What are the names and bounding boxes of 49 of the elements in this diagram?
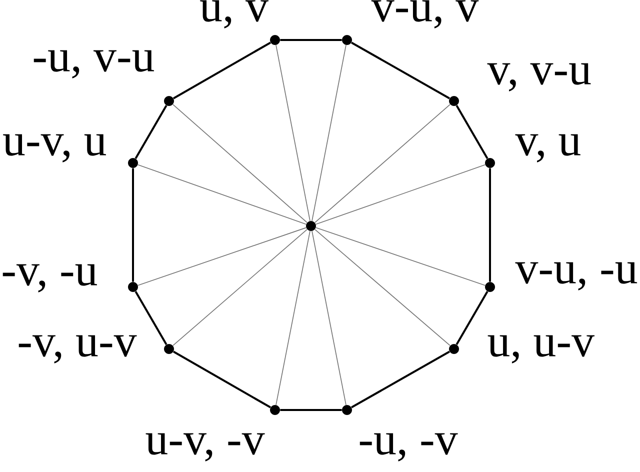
vertex-label: u-v, u — [3, 134, 106, 162]
spoke-line — [312, 44, 346, 222]
vertex-dot — [128, 282, 138, 292]
vertex-dot — [128, 158, 138, 168]
spoke-line — [172, 104, 308, 223]
vertex-dot — [270, 405, 280, 415]
polygon-side — [134, 105, 168, 160]
spoke-line — [138, 164, 306, 225]
vertex-label: v, v-u — [487, 63, 591, 92]
vertex-label: v-u, v — [371, 0, 479, 28]
vertex-label: v-u, -u — [515, 262, 638, 290]
vertex-dot — [164, 96, 174, 106]
vertex-dot — [270, 35, 280, 45]
vertex-label: u-v, -v — [146, 433, 265, 462]
spoke-line — [276, 44, 310, 222]
vertex-label: -v, u-v — [18, 335, 137, 364]
polygon-side — [280, 39, 342, 41]
polygon-side — [280, 409, 342, 411]
vertex-dot — [485, 282, 495, 292]
spoke-line — [314, 104, 450, 223]
spoke-line — [316, 227, 486, 286]
polygon-side — [173, 42, 271, 100]
vertex-label: -u, v-u — [34, 50, 154, 78]
spoke-line — [316, 164, 486, 225]
vertex-dot — [164, 344, 174, 354]
vertex-dot — [449, 96, 459, 106]
vertex-label: v, u — [515, 134, 580, 162]
polygon-side — [489, 168, 491, 282]
vertex-label: -u, -v — [360, 433, 458, 462]
polygon-side — [134, 291, 168, 345]
polygon-side — [132, 168, 134, 282]
spoke-line — [172, 229, 308, 346]
spoke-line — [312, 230, 346, 406]
polygon-side — [351, 42, 450, 100]
vertex-dot — [449, 344, 459, 354]
polygon-side — [456, 105, 488, 160]
polygon-side — [173, 350, 271, 408]
vertex-dot — [342, 35, 352, 45]
spoke-line — [314, 229, 450, 346]
spoke-line — [276, 230, 310, 406]
polygon-side — [351, 350, 450, 408]
vertex-label: u, u-v — [488, 335, 595, 364]
vertex-dot — [485, 158, 495, 168]
polygon-side — [456, 291, 488, 345]
spoke-line — [138, 227, 306, 286]
vertex-dot — [342, 405, 352, 415]
vertex-label: u, v — [200, 0, 268, 28]
vertex-dot — [306, 221, 316, 231]
vertex-label: -v, -u — [2, 264, 97, 292]
